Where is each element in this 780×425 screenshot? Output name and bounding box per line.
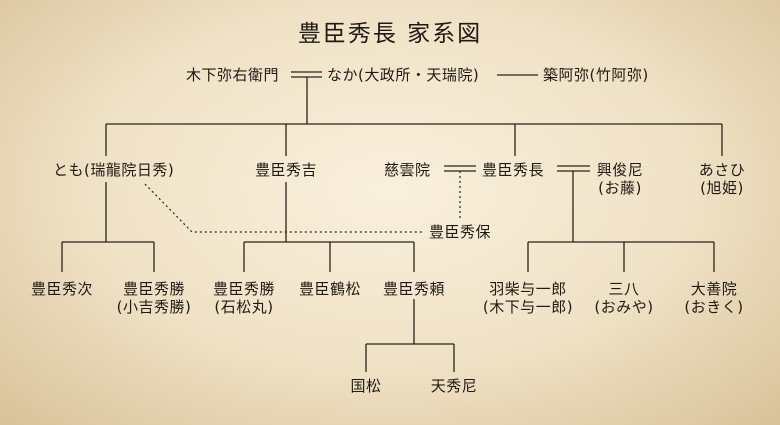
- person-sanpachi-alias: (おみや): [594, 298, 654, 316]
- person-chikuami: 築阿弥(竹阿弥): [543, 66, 649, 84]
- person-hidetsugu: 豊臣秀次: [30, 280, 94, 298]
- person-asahi-name: あさひ: [698, 161, 746, 179]
- person-hidekatsu-kokichi-alias: (小吉秀勝): [116, 298, 192, 316]
- person-kinoshita-yaemon: 木下弥右衛門: [186, 66, 280, 84]
- person-asahi: あさひ (旭姫): [699, 161, 746, 197]
- person-hashiba-yoichiro-name: 羽柴与一郎: [489, 280, 567, 298]
- person-daizenin-name: 大善院: [690, 280, 738, 298]
- person-tenshuni: 天秀尼: [430, 377, 478, 395]
- person-sanpachi: 三八 (おみや): [594, 280, 653, 316]
- person-hidekatsu-kokichi: 豊臣秀勝 (小吉秀勝): [117, 280, 192, 316]
- person-hideyasu: 豊臣秀保: [429, 223, 492, 241]
- person-hidekatsu-ishimatsumaru-name: 豊臣秀勝: [212, 280, 276, 298]
- person-tomo: とも(瑞龍院日秀): [53, 161, 175, 179]
- person-hashiba-yoichiro: 羽柴与一郎 (木下与一郎): [483, 280, 573, 316]
- person-naka: なか(大政所・天瑞院): [327, 66, 480, 84]
- person-hashiba-yoichiro-alias: (木下与一郎): [482, 298, 574, 316]
- person-daizenin-alias: (おきく): [684, 298, 744, 316]
- person-hidenaga: 豊臣秀長: [482, 161, 545, 179]
- adoption-line: [144, 183, 422, 233]
- person-hidekatsu-ishimatsumaru-alias: (石松丸): [214, 298, 274, 316]
- person-hidekatsu-kokichi-name: 豊臣秀勝: [122, 280, 185, 298]
- person-koshunni-alias: (お藤): [598, 179, 642, 197]
- person-sanpachi-name: 三八: [608, 280, 640, 298]
- person-jiunin: 慈雲院: [384, 161, 431, 179]
- person-daizenin: 大善院 (おきく): [684, 280, 743, 316]
- person-asahi-alias: (旭姫): [700, 179, 744, 197]
- person-hidekatsu-ishimatsumaru: 豊臣秀勝 (石松丸): [213, 280, 275, 316]
- person-hideyori: 豊臣秀頼: [382, 280, 446, 298]
- person-hideyoshi: 豊臣秀吉: [254, 161, 318, 179]
- person-tsurumatsu: 豊臣鶴松: [298, 280, 362, 298]
- person-kunimatsu: 国松: [350, 377, 382, 395]
- diagram-title: 豊臣秀長 家系図: [297, 21, 483, 47]
- person-koshunni-name: 興俊尼: [596, 161, 644, 179]
- person-koshunni: 興俊尼 (お藤): [597, 161, 644, 197]
